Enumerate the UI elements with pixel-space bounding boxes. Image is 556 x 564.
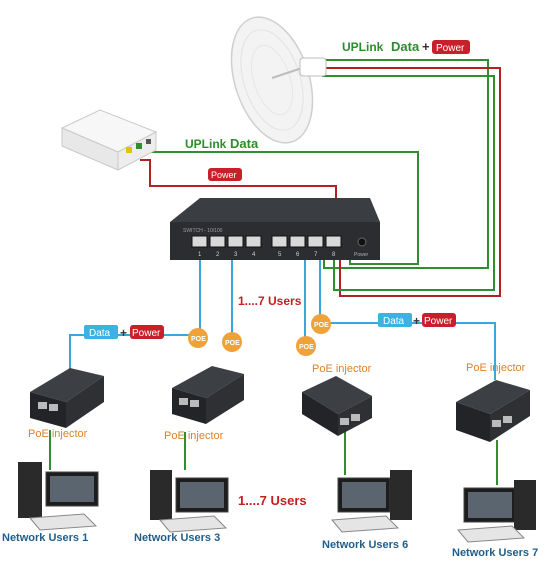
antenna-uplink-green-cable-2 [322,75,495,291]
switch-brand-label: SWITCH - 10/100 [183,228,223,234]
poe-injector-1 [30,368,104,428]
router-power-badge-text: Power [211,170,237,180]
poe-injector-label-7: PoE injector [466,362,526,374]
data-badge-right [378,313,412,327]
switch-port-number-3: 3 [234,252,238,258]
poe-injector-6 [302,376,372,436]
switch-port-6 [289,235,306,248]
switch-port-2 [209,235,226,248]
uplink-data-label: UPLink [185,137,227,151]
poe-injector-label-6: PoE injector [312,363,372,375]
network-users-3-label: Network Users 3 [134,532,220,544]
power-badge-top-right [432,40,470,54]
network-users-7-label: Network Users 7 [452,547,538,559]
network-users-6-label: Network Users 6 [322,539,408,551]
poe-badge-port3: POE [222,332,242,352]
power-badge-left [130,325,164,339]
switch-port-8 [325,235,342,248]
router-power-cable [140,159,337,200]
poe-badge-port1: POE [188,328,208,348]
switch-port-7 [307,235,324,248]
switch-port-number-6: 6 [296,252,300,258]
data-power-plus-left: + [120,326,127,340]
antenna-uplink-green-cable [322,59,489,269]
data-power-plus-right: + [413,314,420,328]
data-badge-left-text: Data [89,328,111,339]
computer-icon-6 [330,470,412,533]
port1-cable [69,258,201,370]
switch-port-number-1: 1 [198,252,202,258]
users-range-top: 1....7 Users [238,294,302,308]
computer-icon-3 [150,470,229,533]
uplink-plus: + [422,39,430,54]
network-users-1-label: Network Users 1 [2,532,88,544]
svg-text:POE: POE [314,322,329,329]
data-badge-left [84,325,118,339]
uplink-data-word: Data [230,136,259,151]
power-badge-right-text: Power [424,316,453,327]
computer-icon-7 [456,480,536,543]
router-power-badge [208,168,242,181]
svg-text:POE: POE [225,340,240,347]
switch-port-number-2: 2 [216,252,220,258]
poe-injector-label-1: PoE injector [28,428,88,440]
power-badge-right [422,313,456,327]
users-range-bottom: 1....7 Users [238,493,307,508]
poe-injector-3 [172,366,244,424]
svg-text:POE: POE [299,344,314,351]
switch-port-number-7: 7 [314,252,318,258]
computer-icon-1 [18,462,99,531]
poe-badge-port6: POE [296,336,316,356]
router-uplink-data-cable [150,151,419,265]
switch-port-1 [191,235,208,248]
switch-port-number-8: 8 [332,252,336,258]
uplink-data-power-label: UPLink [342,40,384,54]
switch-port-number-4: 4 [252,252,256,258]
data-badge-right-text: Data [383,316,405,327]
uplink-data-power-data-word: Data [391,39,420,54]
poe-injector-7 [456,380,530,442]
svg-text:POE: POE [191,336,206,343]
power-badge-top-right-text: Power [436,43,465,54]
poe-badge-port7: POE [311,314,331,334]
switch-port-number-5: 5 [278,252,282,258]
switch-port-3 [227,235,244,248]
power-badge-left-text: Power [132,328,161,339]
poe-injector-label-3: PoE injector [164,430,224,442]
antenna-uplink-red-cable [322,67,501,297]
switch-port-4 [245,235,262,248]
router-icon [60,109,158,171]
switch-port-5 [271,235,288,248]
network-switch: SWITCH - 10/100 1 2 3 4 5 6 7 8 Power [170,198,380,260]
switch-power-label: Power [354,252,369,258]
antenna-dish-icon [230,16,327,144]
